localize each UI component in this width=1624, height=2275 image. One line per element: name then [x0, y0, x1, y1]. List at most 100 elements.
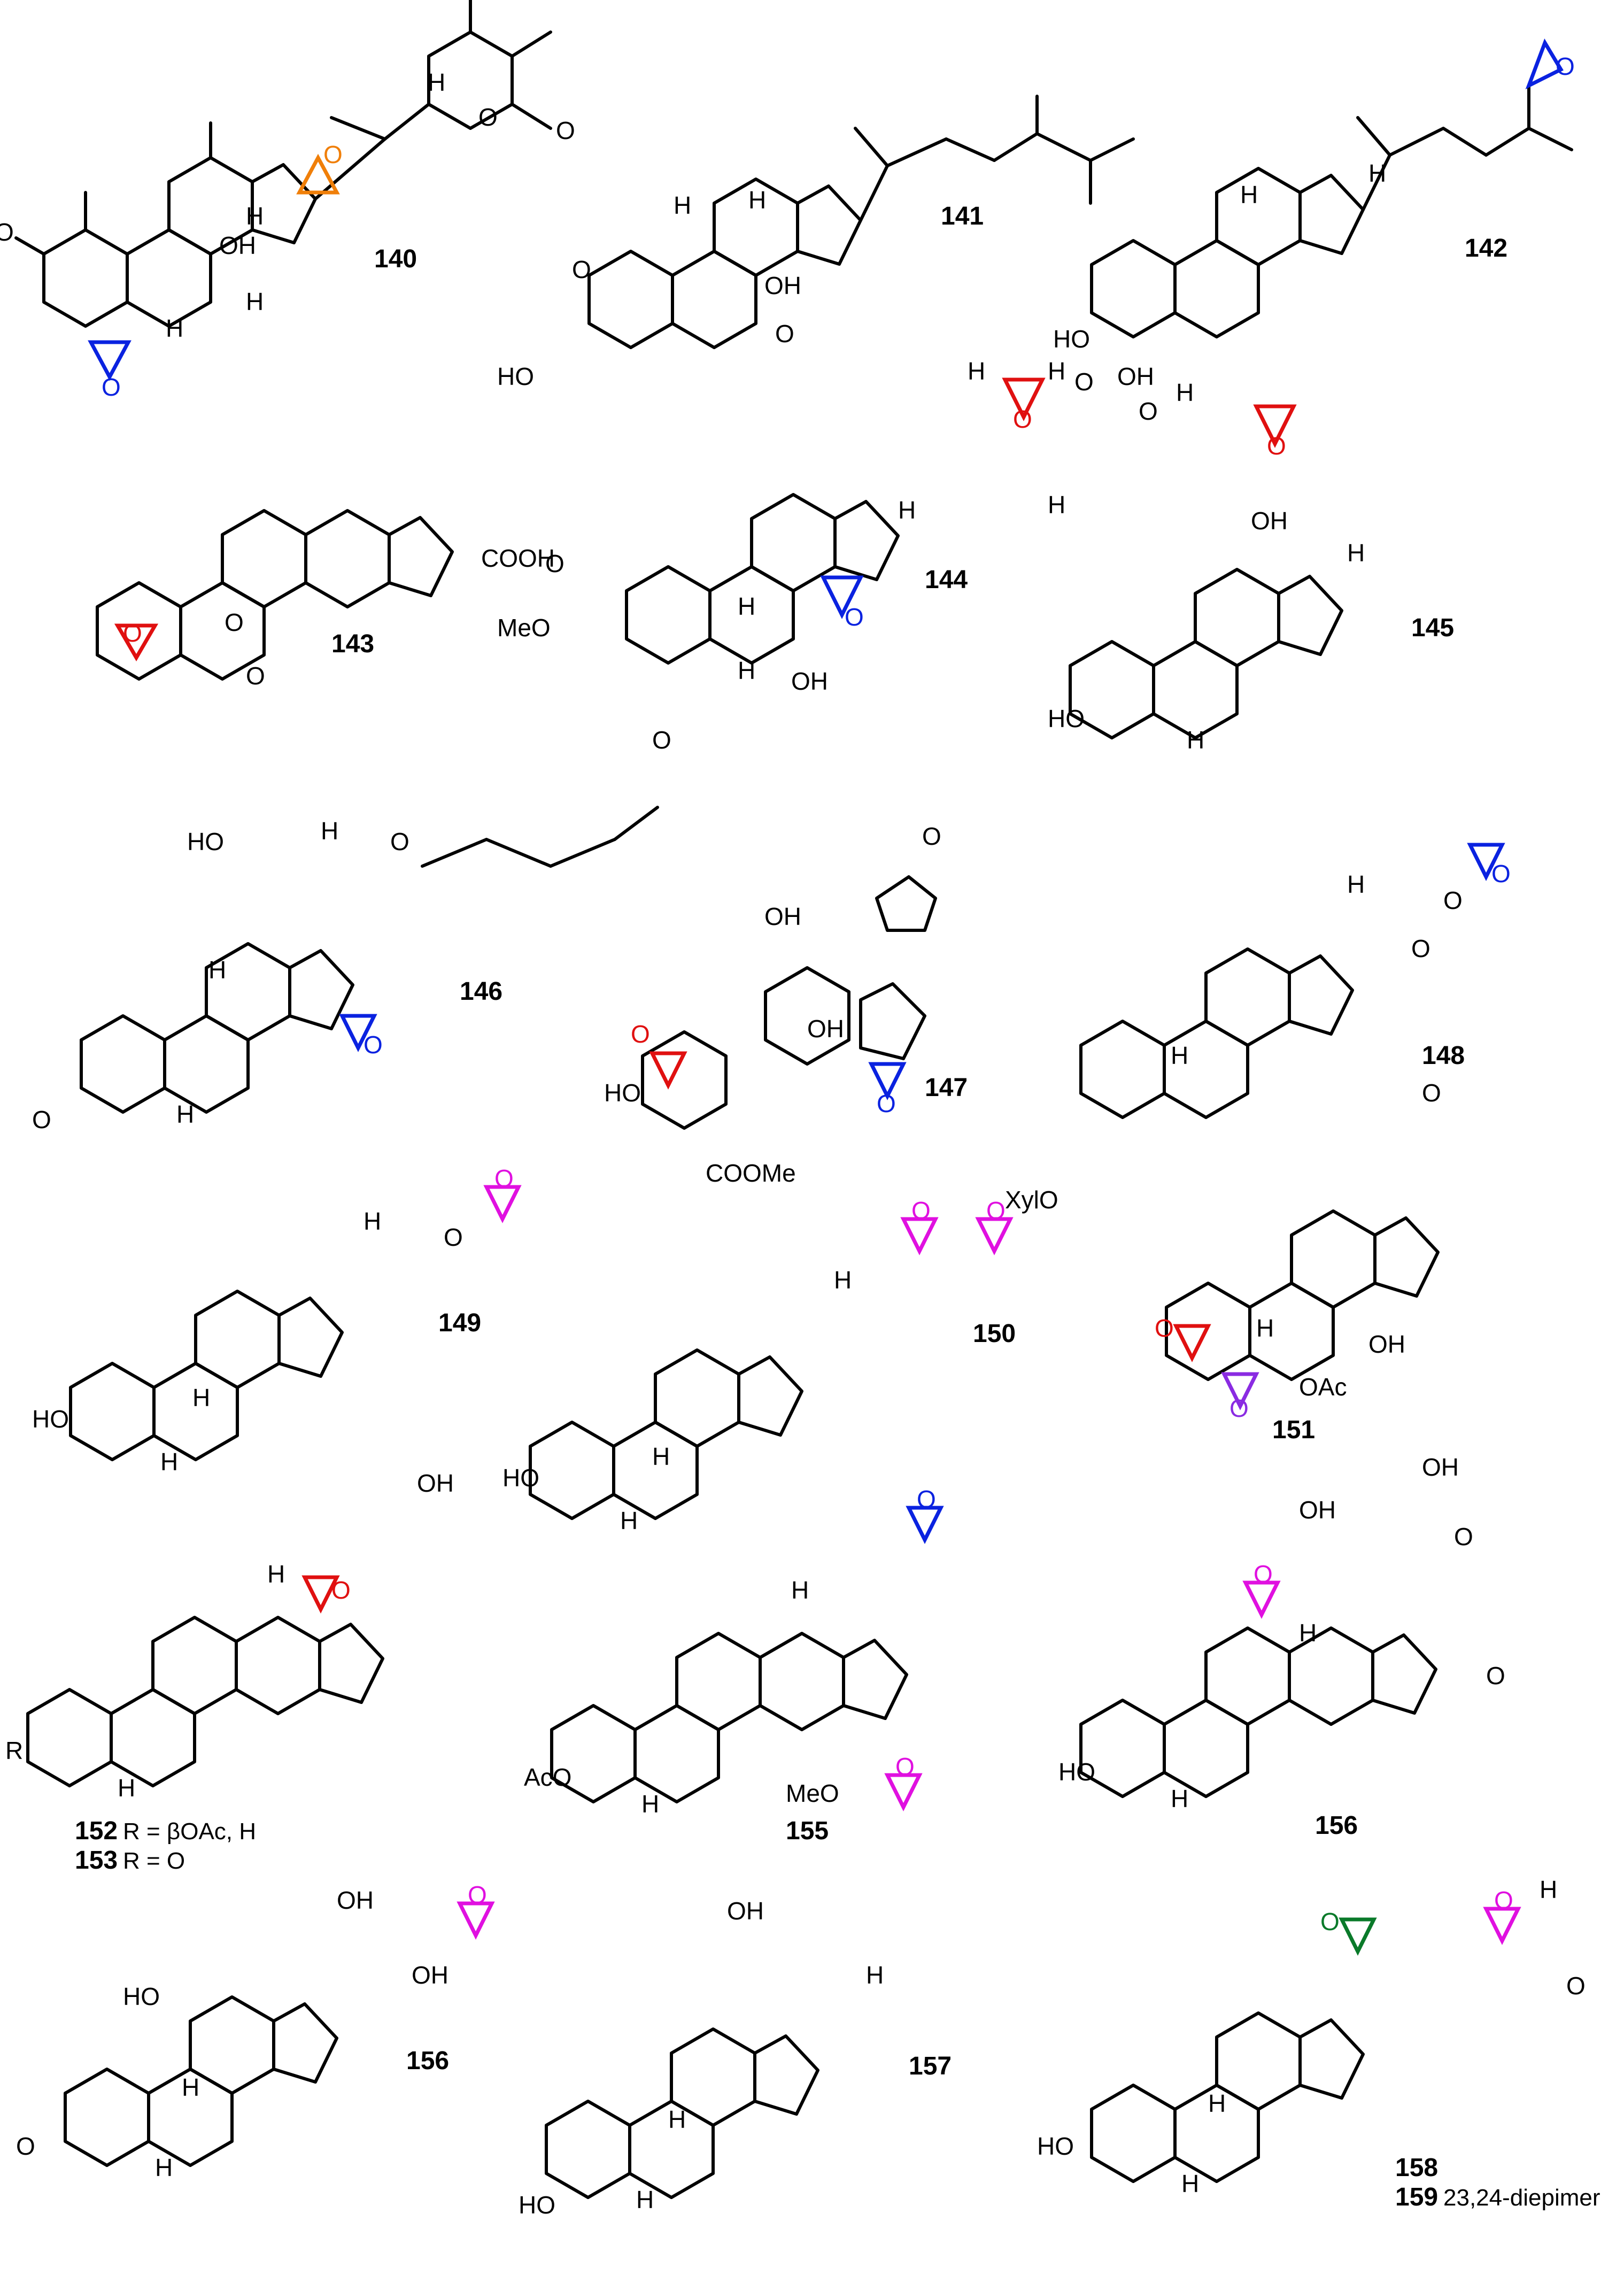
atom-h: H	[321, 817, 338, 845]
atom-o-epoxide-2: O	[102, 373, 121, 401]
atom-coome: COOMe	[706, 1159, 796, 1187]
atom-h: H	[674, 191, 691, 219]
atom-oh: OH	[764, 903, 801, 930]
atom-h: H	[267, 1560, 285, 1588]
atom-h: H	[834, 1266, 852, 1294]
atom-h: H	[182, 2073, 199, 2101]
atom-o-epoxide: O	[468, 1881, 487, 1909]
compound-141: HO O OH O H H 141	[497, 95, 1135, 390]
compound-label-145: 145	[1411, 614, 1454, 642]
atom-oh: OH	[1117, 363, 1154, 390]
compound-label-149: 149	[438, 1309, 481, 1337]
atom-h: H	[1181, 2170, 1199, 2197]
compound-note-153: R = O	[123, 1848, 185, 1874]
atom-o-ring: O	[1139, 397, 1158, 425]
atom-o-lactone: O	[1074, 368, 1094, 396]
atom-h: H	[866, 1961, 884, 1989]
compound-label-150: 150	[973, 1320, 1016, 1348]
atom-o-ketone: O	[0, 218, 14, 246]
atom-ho: HO	[1048, 705, 1085, 732]
atom-h: H	[1048, 357, 1065, 385]
atom-h: H	[1347, 870, 1365, 898]
atom-oh: OH	[1299, 1496, 1336, 1524]
compound-151: O O OH OAc O H 151	[1155, 1079, 1441, 1444]
atom-o-ketone: O	[246, 662, 265, 690]
atom-o-lactone: O	[1454, 1523, 1473, 1551]
atom-o-epoxide: O	[1013, 405, 1032, 433]
compound-142: O HO OH H H 142	[1053, 38, 1575, 390]
compound-label-140: 140	[374, 245, 417, 273]
atom-meo: MeO	[786, 1779, 839, 1807]
atom-h: H	[738, 592, 755, 620]
atom-oh: OH	[1368, 1330, 1405, 1358]
compound-note-159: 23,24-diepimer	[1443, 2185, 1600, 2211]
atom-ho: HO	[187, 828, 224, 855]
atom-o-ketone-2: O	[1411, 935, 1430, 962]
atom-o-lactone: O	[556, 117, 575, 144]
atom-h: H	[192, 1384, 210, 1412]
atom-ho: HO	[519, 2191, 555, 2219]
atom-o-epoxide: O	[1254, 1560, 1273, 1588]
atom-h: H	[1540, 1876, 1557, 1903]
atom-h: H	[1368, 159, 1386, 187]
atom-oh: OH	[337, 1886, 374, 1914]
atom-aco: AcO	[524, 1763, 571, 1791]
atom-o-furan: O	[922, 822, 941, 850]
atom-ho: HO	[1058, 1758, 1095, 1786]
atom-h: H	[1048, 491, 1065, 519]
atom-o-ketone: O	[1443, 886, 1463, 914]
atom-h: H	[208, 956, 226, 984]
compound-158: HO O O O H H H 158 159 23,24-diepimer	[1037, 1876, 1600, 2211]
compound-label-141: 141	[941, 202, 984, 230]
compound-156: O HO OH OH O H H 156	[16, 1881, 495, 2181]
atom-h: H	[1299, 1619, 1317, 1647]
compound-label-155: 156	[1315, 1811, 1358, 1840]
atom-h: H	[364, 1207, 381, 1235]
atom-h: H	[620, 1507, 638, 1534]
atom-h: H	[898, 496, 916, 524]
compound-140: O O H O O OH H H H O 140	[0, 0, 575, 401]
compound-152: R O OH H H 152 R = βOAc, H 153 R = O	[5, 1469, 454, 1875]
compound-label-159: 159	[1395, 2183, 1438, 2211]
atom-o-epoxide: O	[1155, 1314, 1174, 1342]
atom-ho: HO	[604, 1079, 641, 1107]
atom-h: H	[791, 1576, 809, 1604]
atom-o-ketone: O	[16, 2132, 35, 2160]
compound-143: O O O COOH 143	[97, 511, 555, 690]
atom-o-epoxide: O	[1267, 432, 1286, 460]
atom-o-epoxide: O	[911, 1197, 931, 1224]
atom-h: H	[1240, 181, 1258, 209]
compound-157: HO OH MeO O H H H 157	[519, 1753, 952, 2219]
compound-label-153: 153	[75, 1846, 118, 1875]
atom-h: H	[160, 1448, 178, 1476]
atom-oh: OH	[727, 1897, 764, 1925]
atom-h: H	[118, 1774, 135, 1802]
atom-o-epoxide: O	[917, 1485, 936, 1513]
atom-oh: OH	[412, 1961, 448, 1989]
atom-ho: HO	[502, 1464, 539, 1492]
atom-h: H	[1171, 1785, 1188, 1813]
atom-h: H	[246, 288, 264, 315]
compound-147: O O HO OH OH COOMe O 147	[604, 822, 968, 1187]
compound-label-156: 156	[406, 2047, 449, 2075]
atom-o-furan: O	[1422, 1079, 1441, 1107]
atom-h: H	[641, 1790, 659, 1818]
atom-oh: OH	[1422, 1453, 1459, 1481]
atom-o-epoxide: O	[364, 1031, 383, 1059]
atom-o-epoxide: O	[331, 1576, 351, 1604]
atom-ho: HO	[32, 1405, 69, 1433]
atom-h: H	[738, 657, 755, 684]
atom-o-epoxide-2: O	[986, 1197, 1006, 1224]
atom-h: H	[1176, 379, 1194, 406]
atom-o-epoxide: O	[631, 1020, 650, 1048]
atom-oh: OH	[764, 272, 801, 299]
compound-149: HO O O H H H 149	[32, 1165, 522, 1476]
atom-o-epoxide: O	[494, 1165, 514, 1192]
atom-oac: OAc	[1299, 1373, 1347, 1401]
atom-h: H	[166, 314, 183, 342]
atom-oh: OH	[219, 232, 256, 259]
atom-o-epoxide-2: O	[845, 603, 864, 631]
atom-h: H	[176, 1100, 194, 1128]
compound-label-157: 157	[909, 2052, 952, 2080]
